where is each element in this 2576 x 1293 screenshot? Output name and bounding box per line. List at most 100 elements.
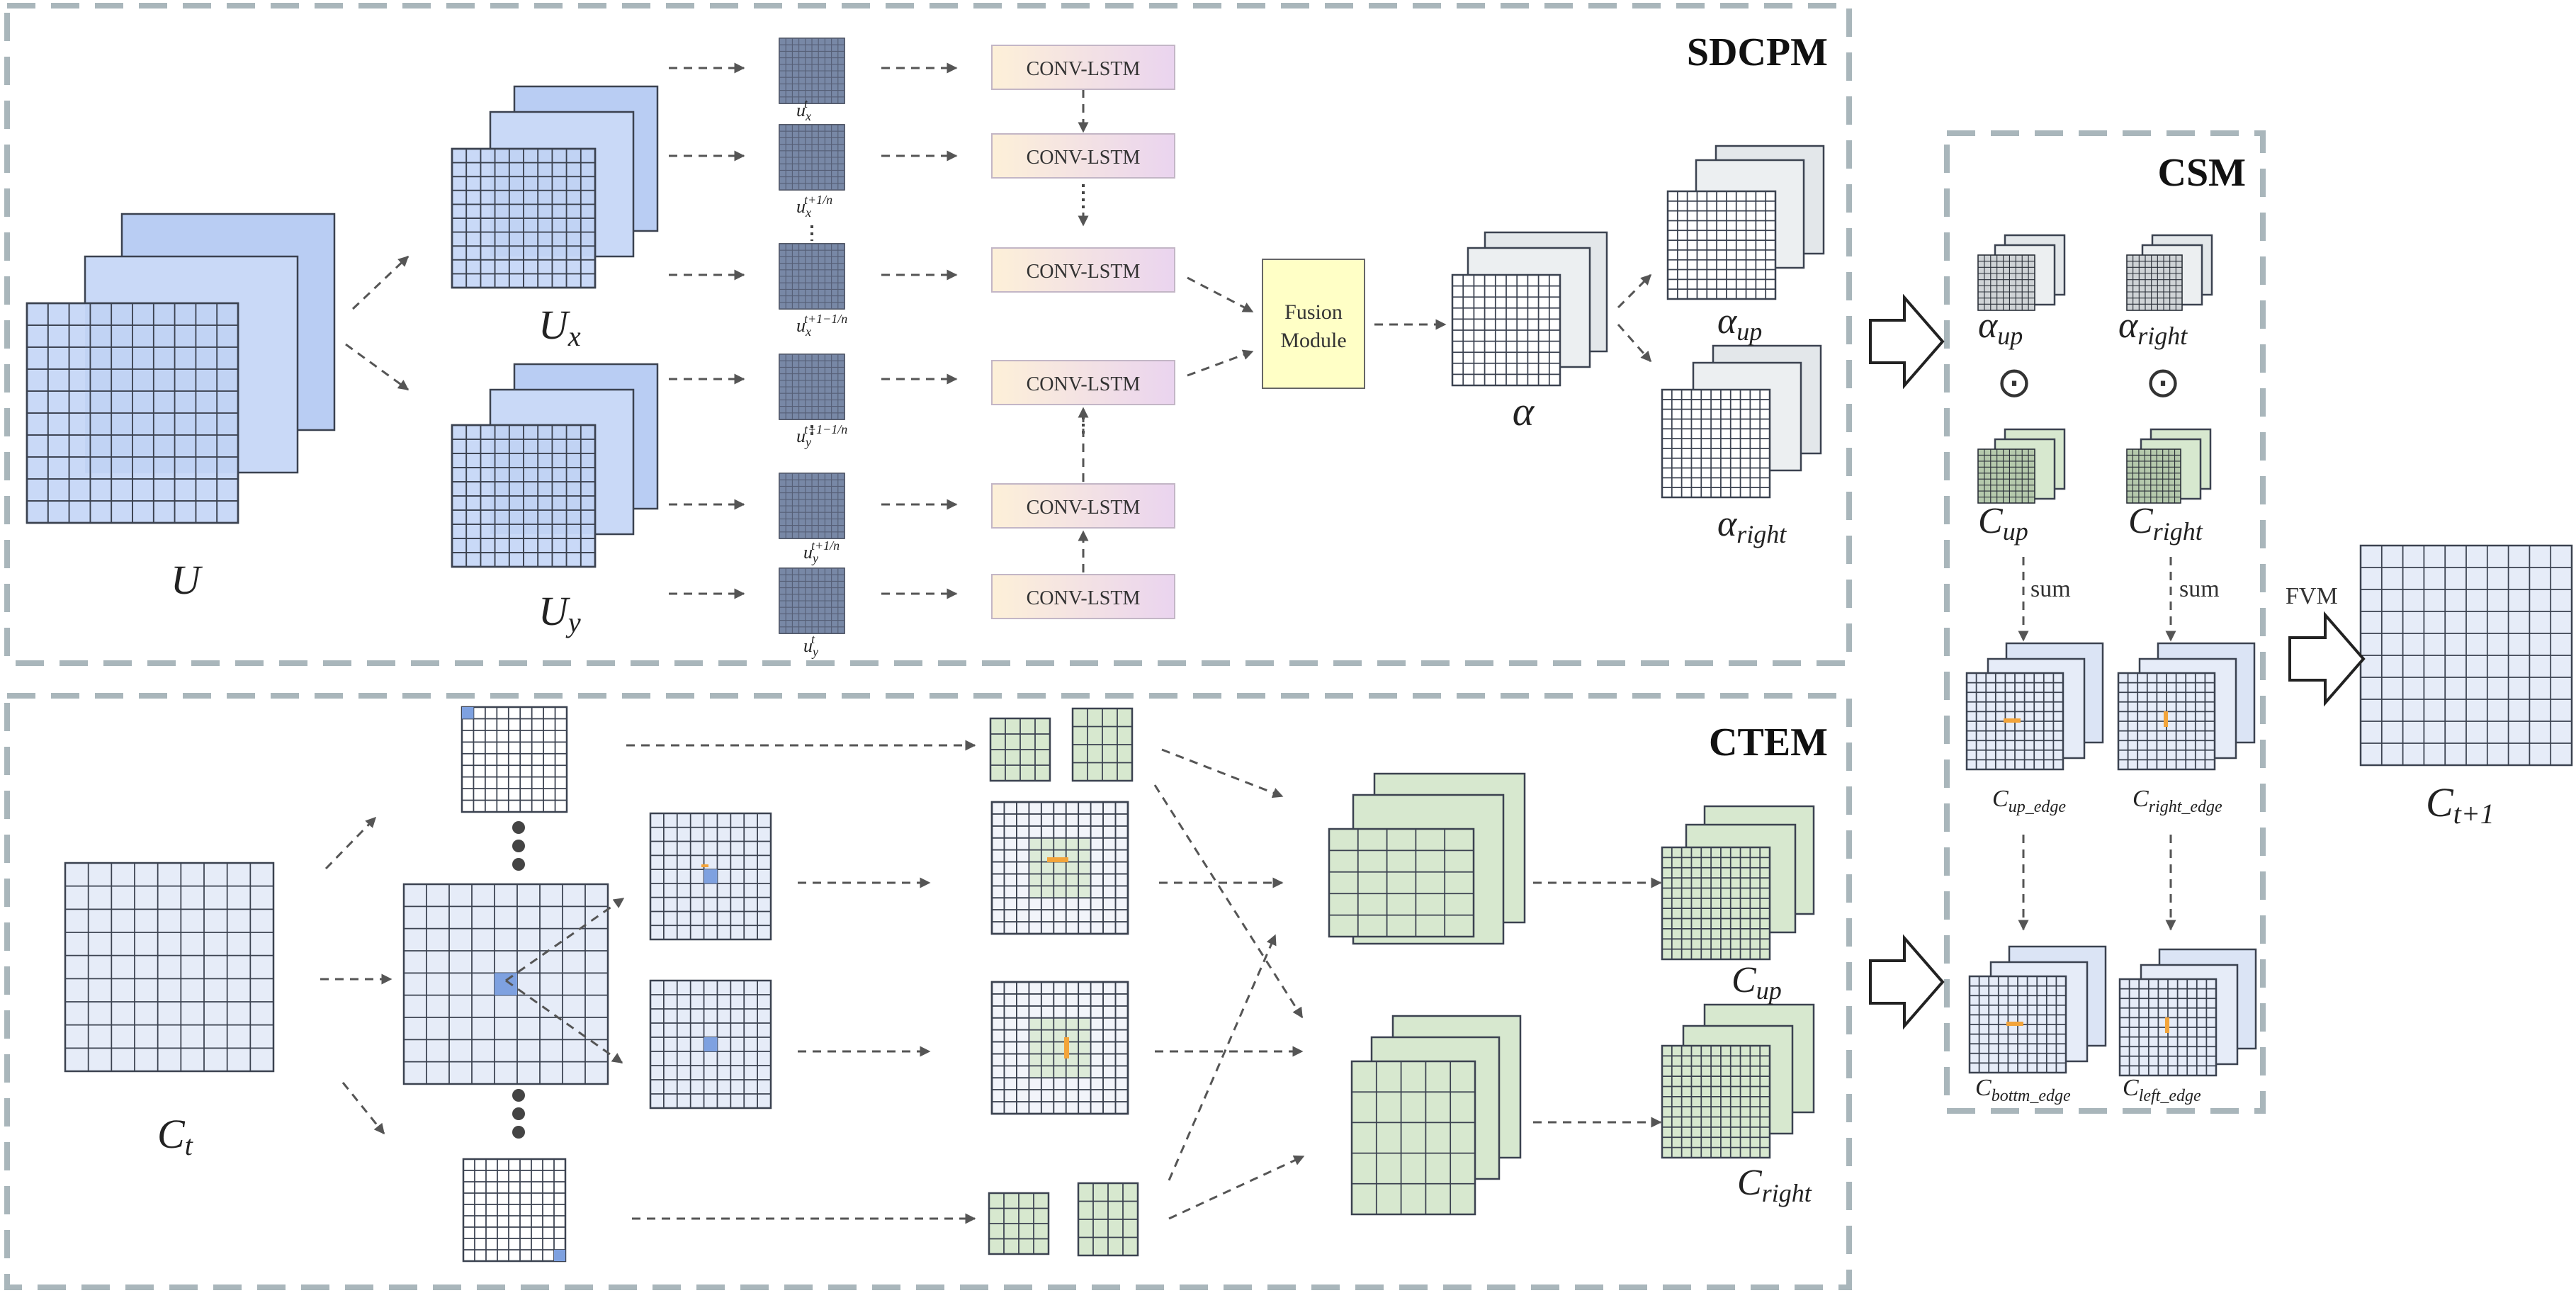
csm-alpha-up-grid [1977, 254, 2035, 311]
ctem-top-pair-a [989, 717, 1051, 782]
csm-left-edge-edge [2165, 1017, 2169, 1033]
label-Uy: Uy [538, 588, 581, 638]
ellipsis-dot [512, 1126, 525, 1139]
small-grid-ux-t1n [779, 124, 845, 191]
Cup-grid [1661, 846, 1771, 961]
ctem-border [4, 693, 1852, 1290]
ellipsis-dot [512, 821, 525, 834]
ctem-top-pair-b [1071, 707, 1134, 782]
arr-lstm4-fusion [1187, 349, 1254, 377]
alpha-up-grid [1666, 190, 1777, 300]
svg-text:CONV-LSTM: CONV-LSTM [1027, 373, 1141, 395]
hollow-arrow-fvm [2288, 611, 2366, 707]
csm-cup-grid [1977, 448, 2035, 504]
ctem-conv-right-kernel [1030, 1019, 1090, 1078]
ctem-conv-right-edge [1064, 1037, 1069, 1058]
arr-botpair-midright [1168, 1155, 1305, 1220]
arr-U-Ux [351, 255, 409, 310]
lstm-box-6: CONV-LSTM [991, 574, 1175, 619]
small-grid-uy-t11n [779, 354, 845, 420]
alpha-right-grid [1661, 388, 1771, 499]
lstm-box-5: CONV-LSTM [991, 483, 1175, 529]
Uy-grid-lines [451, 424, 597, 568]
label-uy-t: uyt [803, 632, 818, 659]
arr-lstm3-fusion [1187, 276, 1254, 313]
ctem-up-edge [701, 864, 708, 867]
diagram-arrows [320, 62, 2176, 1224]
arr-center-up [505, 897, 625, 982]
sum-left: sum [2030, 576, 2071, 602]
ctem-bottom-pair-a [988, 1192, 1050, 1255]
label-ux-t: uxt [796, 96, 811, 123]
small-grid-ux-t [779, 38, 845, 104]
small-grid-ux-t11n [779, 243, 845, 310]
label-c-up-edge: Cup_edge [1992, 786, 2066, 816]
label-Ux: Ux [538, 302, 581, 352]
csm-cright-grid [2126, 448, 2181, 504]
csm-border [1944, 130, 2266, 1114]
arr-toppair-midright [1153, 784, 1304, 1019]
small-grid-uy-t1n [779, 473, 845, 539]
fusion-module: Fusion Module [1262, 259, 1365, 389]
lstm-box-3: CONV-LSTM [991, 247, 1175, 293]
Ct1-grid [2359, 544, 2573, 767]
lstm-box-1: CONV-LSTM [991, 45, 1175, 90]
ellipsis-dot [512, 1089, 525, 1102]
ellipsis-dot [512, 1107, 525, 1120]
ctem-bottom-pair-b [1077, 1182, 1139, 1257]
svg-text:CONV-LSTM: CONV-LSTM [1027, 587, 1141, 609]
label-U: U [171, 557, 203, 603]
svg-text:CONV-LSTM: CONV-LSTM [1027, 261, 1141, 283]
ctem-mid-up-grid [1328, 828, 1475, 938]
label-Cright: Cright [1737, 1163, 1812, 1207]
sdcpm-title: SDCPM [1687, 30, 1828, 74]
label-Ct: Ct [157, 1111, 193, 1161]
small-grid-uy-t [779, 568, 845, 634]
csm-bottom-edge-grid [1968, 975, 2067, 1074]
csm-bottom-edge-edge [2006, 1022, 2023, 1026]
Cright-grid [1661, 1044, 1771, 1159]
arr-alpha-right [1617, 324, 1652, 363]
hollow-arrow-to-csm-bottom [1869, 934, 1945, 1030]
csm-up-edge-edge [2004, 718, 2021, 723]
U-grid-lines [26, 302, 239, 524]
csm-alpha-right-grid [2126, 254, 2183, 311]
label-c-right-edge: Cright_edge [2132, 786, 2222, 816]
svg-text:CONV-LSTM: CONV-LSTM [1027, 147, 1141, 169]
sum-right: sum [2179, 576, 2220, 602]
csm-label-alpha-right: αright [2118, 305, 2188, 350]
label-uy-t1n: uyt+1/n [803, 538, 840, 565]
label-ux-t11n: uxt+1−1/n [796, 312, 847, 339]
arr-Ct-bottom [341, 1082, 385, 1135]
ellipsis-dot [512, 858, 525, 871]
lstm-box-2: CONV-LSTM [991, 133, 1175, 179]
ctem-title: CTEM [1709, 721, 1828, 764]
Uy-overlap [490, 425, 595, 534]
label-Cup: Cup [1732, 960, 1782, 1005]
odot-left: ⊙ [1996, 359, 2032, 406]
lstm-box-4: CONV-LSTM [991, 360, 1175, 405]
Ux-overlap [490, 149, 595, 256]
ctem-conv-right-lines [990, 981, 1129, 1115]
label-c-bottom-edge: Cbottm_edge [1975, 1075, 2071, 1105]
ellipsis-dot [512, 840, 525, 852]
alpha-grid [1451, 273, 1561, 387]
ctem-top-grid [461, 706, 568, 813]
label-Ct1: Ct+1 [2426, 779, 2495, 830]
svg-text:CONV-LSTM: CONV-LSTM [1027, 58, 1141, 80]
svg-text:Fusion: Fusion [1284, 300, 1343, 324]
arr-alpha-up [1617, 273, 1652, 309]
svg-text:Module: Module [1280, 329, 1346, 352]
label-ux-t1n: uxt+1/n [796, 193, 832, 220]
ctem-conv-up-kernel [1030, 839, 1090, 898]
sdcpm-border [4, 3, 1852, 666]
fvm-label: FVM [2286, 583, 2338, 609]
ctem-bottom-grid [462, 1158, 567, 1263]
csm-label-alpha-up: αup [1978, 305, 2023, 350]
Ct-grid [64, 862, 275, 1073]
arr-U-Uy [345, 343, 409, 391]
arr-Ct-top [324, 816, 377, 870]
label-uy-t11n: uyt+1−1/n [796, 422, 847, 449]
